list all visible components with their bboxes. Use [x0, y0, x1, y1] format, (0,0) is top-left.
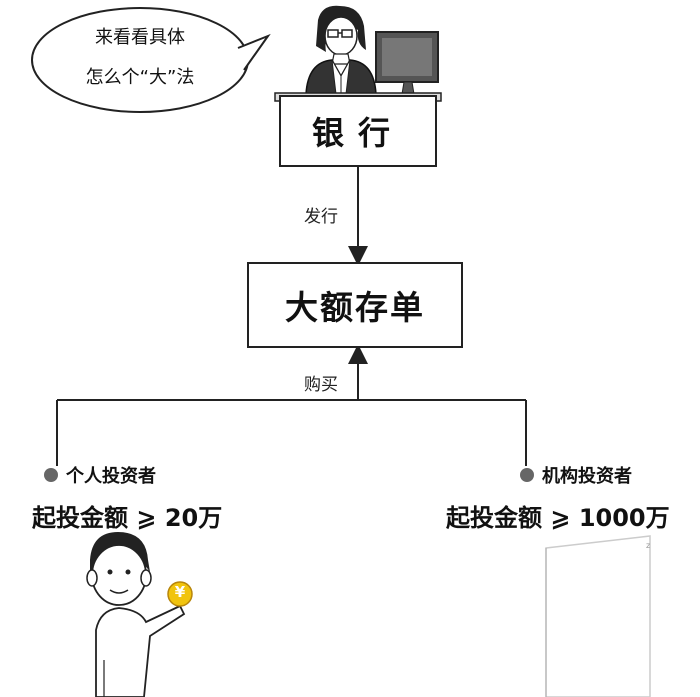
computer-monitor-icon	[375, 31, 439, 95]
individual-investor-label: 个人投资者	[66, 466, 156, 487]
issue-label: 发行	[304, 207, 338, 227]
office-building-figure: z	[545, 535, 651, 697]
speech-bubble	[31, 7, 271, 113]
bank-teller-figure	[305, 5, 377, 95]
coin-symbol: ¥	[174, 583, 186, 601]
svg-text:z: z	[646, 541, 650, 550]
institutional-investor-label: 机构投资者	[542, 466, 632, 487]
purchase-label: 购买	[304, 375, 338, 395]
large-cd-node: 大额存单	[247, 262, 463, 348]
large-cd-node-label: 大额存单	[285, 288, 425, 327]
institutional-requirement: 起投金额 ⩾ 1000万	[446, 504, 670, 532]
individual-investor: 个人投资者	[44, 462, 156, 488]
bank-node-label: 银行	[311, 114, 404, 152]
individual-bullet-icon	[44, 468, 58, 482]
individual-requirement: 起投金额 ⩾ 20万	[32, 504, 223, 532]
bank-node: 银行	[279, 95, 437, 167]
man-holding-coin-figure	[86, 532, 186, 697]
bubble-line-1: 来看看具体	[95, 27, 185, 48]
institutional-investor: 机构投资者	[520, 462, 632, 488]
bubble-line-2: 怎么个“大”法	[85, 67, 195, 88]
institutional-bullet-icon	[520, 468, 534, 482]
yuan-coin-icon	[167, 581, 193, 607]
